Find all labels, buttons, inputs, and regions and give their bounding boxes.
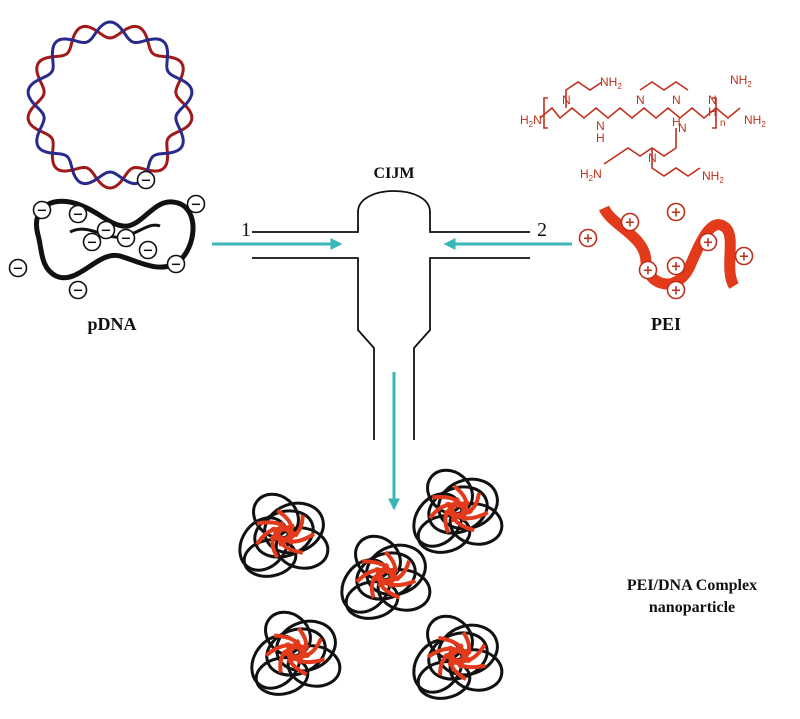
svg-text:−: − [121,232,132,247]
negative-charges: −−−−−−−−−−− [8,170,206,300]
pei-strand [598,205,740,290]
pei-n-6: N [708,93,717,107]
positive-charges: + + + + + + + + [578,202,754,300]
pei-n-2: N [596,119,605,133]
svg-text:+: + [671,260,682,275]
svg-text:+: + [739,250,750,265]
pei-nh2-bottom: NH2 [702,169,724,185]
minus-sign: − [116,228,136,248]
minus-sign: − [186,194,206,214]
svg-text:+: + [671,284,682,299]
helix-strand-2 [26,20,194,186]
pei-h-6: H [708,105,717,119]
svg-text:−: − [73,208,84,223]
minus-sign: − [166,254,186,274]
nanoparticle [250,610,342,696]
svg-text:−: − [141,174,152,189]
minus-sign: − [82,232,102,252]
plus-sign: + [638,260,658,280]
pei-h-4: H [672,115,681,129]
nanoparticle [238,492,330,578]
svg-text:−: − [13,262,24,277]
plus-sign: + [666,256,686,276]
minus-sign: − [68,204,88,224]
pei-nh2-top-left: NH2 [600,75,622,91]
minus-sign: − [8,258,28,278]
svg-text:+: + [625,216,636,231]
pei-nh2-top-right: NH2 [730,73,752,89]
svg-text:−: − [37,204,48,219]
pei-n-4: N [672,93,681,107]
svg-text:+: + [671,206,682,221]
cijm-reactor [252,190,530,440]
pei-formula-text: H2N NH2 NH2 N N H N N H N N H n NH2 H2N … [520,73,766,185]
pei-label: PEI [651,314,681,334]
product-label-line2: nanoparticle [649,599,735,616]
minus-sign: − [68,280,88,300]
reactor-label: CIJM [374,165,415,182]
svg-text:−: − [73,284,84,299]
plus-sign: + [734,246,754,266]
minus-sign: − [136,170,156,190]
nanoparticle [340,534,432,620]
plus-sign: + [698,232,718,252]
product-label-line1: PEI/DNA Complex [627,577,757,594]
pdna-label: pDNA [87,314,136,334]
reactor-top-outline [252,190,530,233]
inlet-1-label: 1 [241,219,251,241]
svg-text:+: + [703,236,714,251]
nanoparticle [412,468,504,554]
svg-text:−: − [143,244,154,259]
pei-n-7: N [648,151,657,165]
pei-h2n-bottom: H2N [580,167,602,183]
plus-sign: + [666,202,686,222]
svg-text:+: + [643,264,654,279]
minus-sign: − [138,240,158,260]
pei-n-3: N [636,93,645,107]
reactor-bottom-right [413,257,530,440]
svg-text:−: − [171,258,182,273]
svg-text:−: − [87,236,98,251]
svg-text:−: − [101,224,112,239]
nanoparticle-cluster [238,468,504,700]
plus-sign: + [578,228,598,248]
pei-nh2-right: NH2 [744,113,766,129]
minus-sign: − [32,200,52,220]
minus-sign: − [96,220,116,240]
pei-h2n-left: H2N [520,113,542,129]
pei-h-2: H [596,131,605,145]
svg-text:−: − [191,198,202,213]
pei-n-1: N [562,93,571,107]
nanoparticle [412,614,504,700]
pei-repeat-n: n [720,118,726,129]
pei-n-5: N [678,121,687,135]
plus-sign: + [620,212,640,232]
inlet-2-label: 2 [537,219,547,241]
svg-text:+: + [583,232,594,247]
plasmid-helix [26,20,194,190]
reactor-bottom-left [252,257,375,440]
pei-structure [539,81,741,177]
plus-sign: + [666,280,686,300]
